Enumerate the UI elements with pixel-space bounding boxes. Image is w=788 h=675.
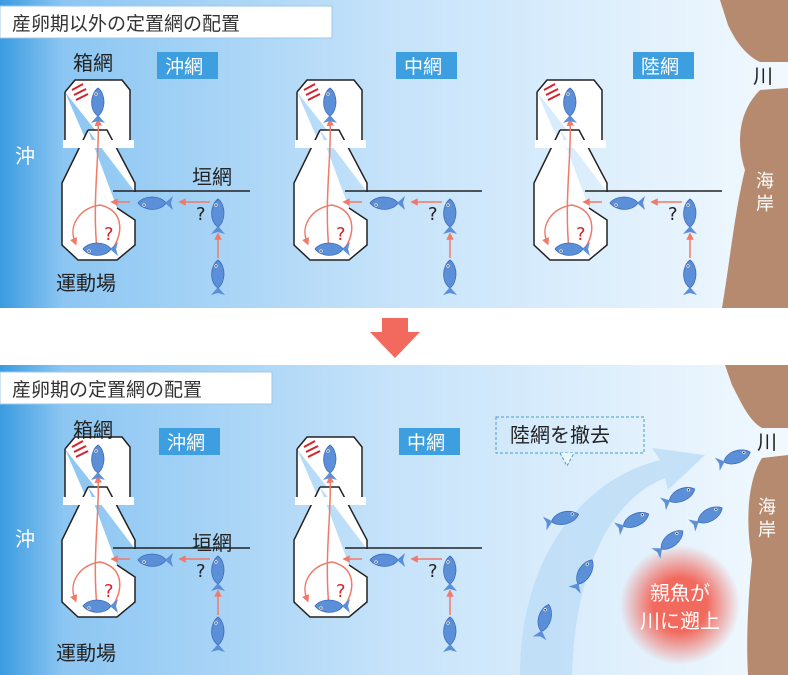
coast-label-2: 岸 xyxy=(756,194,774,215)
bottom-title: 産卵期の定置網の配置 xyxy=(12,379,202,401)
land-top-upper xyxy=(720,0,788,62)
river-label: 川 xyxy=(757,430,777,454)
coast-label-1: 海 xyxy=(756,171,774,192)
leader-net-label: 垣網 xyxy=(192,531,232,555)
callout-remove-nearshore-net: 陸網を撤去 xyxy=(510,423,610,447)
migration-arrow-icon xyxy=(520,448,705,675)
bubble-line-2: 川に遡上 xyxy=(640,609,720,633)
land-bottom-upper xyxy=(725,365,788,428)
top-title: 産卵期以外の定置網の配置 xyxy=(12,13,240,35)
tag-nearshore-net: 陸網 xyxy=(641,56,679,78)
playground-label: 運動場 xyxy=(56,271,116,295)
river-label: 川 xyxy=(753,64,773,88)
tag-middle-net: 中網 xyxy=(404,56,442,78)
offshore-label: 沖 xyxy=(15,527,35,551)
tag-offshore-net: 沖網 xyxy=(167,432,205,454)
land-bottom-lower xyxy=(747,455,788,675)
bottom-panel: 産卵期の定置網の配置 沖 川 海 岸 箱網 垣網 運動場 沖網 中網 陸網を撤去… xyxy=(0,365,788,675)
box-net-label: 箱網 xyxy=(73,418,113,442)
leader-net-label: 垣網 xyxy=(192,165,232,189)
tag-offshore-net: 沖網 xyxy=(165,56,203,78)
coast-label-1: 海 xyxy=(758,497,776,518)
bubble-line-1: 親魚が xyxy=(650,581,710,605)
transition-arrow-icon xyxy=(370,318,420,358)
box-net-label: 箱網 xyxy=(73,51,113,75)
top-panel: 産卵期以外の定置網の配置 沖 川 海 岸 箱網 垣網 運動場 沖網 中網 陸網 xyxy=(0,0,788,308)
tag-middle-net: 中網 xyxy=(407,432,445,454)
land-top-lower xyxy=(722,88,788,308)
spawning-bubble xyxy=(620,545,740,665)
offshore-label: 沖 xyxy=(15,144,35,168)
playground-label: 運動場 xyxy=(56,641,116,665)
coast-label-2: 岸 xyxy=(758,520,776,541)
